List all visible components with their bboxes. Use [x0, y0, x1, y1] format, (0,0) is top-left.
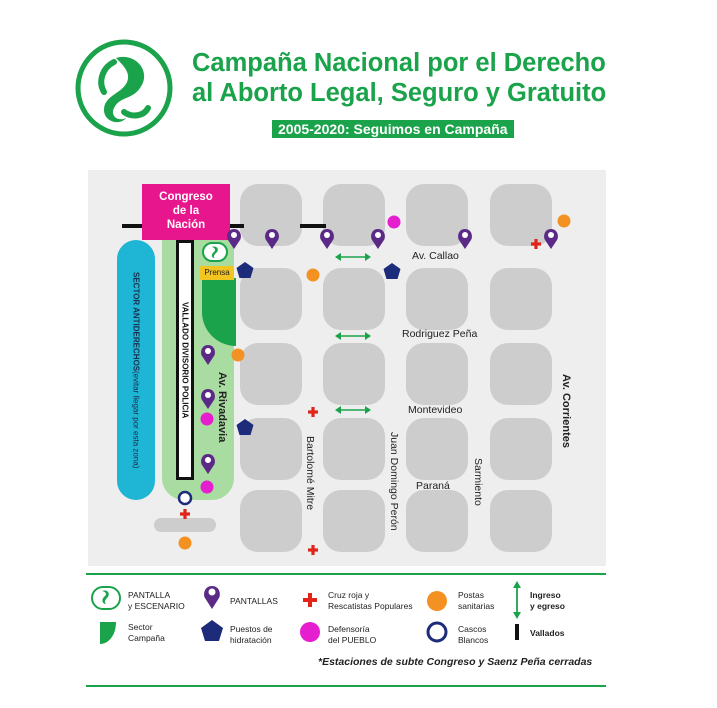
defensoria-dot-icon	[300, 622, 320, 642]
stage-icon	[202, 242, 228, 262]
city-block	[240, 268, 302, 330]
cascos-ring-icon	[177, 490, 193, 506]
valla-line	[122, 224, 144, 228]
city-block	[323, 490, 385, 552]
legend-top-rule	[86, 573, 606, 575]
city-block	[406, 418, 468, 480]
campaign-logo-icon	[75, 39, 173, 137]
city-block	[490, 418, 552, 480]
orange-dot-icon	[427, 591, 447, 611]
antiderechos-zone	[117, 240, 155, 500]
city-block	[406, 268, 468, 330]
defensoria-dot-icon	[200, 480, 214, 494]
city-block	[406, 343, 468, 405]
two-way-arrow-icon	[513, 581, 521, 619]
orange-dot-icon	[178, 536, 192, 550]
street-peron: Juan Domingo Perón	[388, 432, 400, 531]
cascos-ring-icon	[426, 621, 448, 643]
city-block	[490, 184, 552, 246]
screen-pin-icon	[204, 586, 220, 609]
valla-line	[300, 224, 326, 228]
street-sarmiento: Sarmiento	[472, 458, 484, 506]
title-line-1: Campaña Nacional por el Derecho	[192, 49, 606, 77]
legend-pantallas: PANTALLAS	[230, 596, 278, 606]
orange-dot-icon	[557, 214, 571, 228]
city-block	[490, 490, 552, 552]
defensoria-dot-icon	[200, 412, 214, 426]
title-line-2: al Aborto Legal, Seguro y Gratuito	[192, 79, 607, 107]
street-parana: Paraná	[416, 480, 450, 492]
city-block	[240, 343, 302, 405]
city-block	[323, 418, 385, 480]
page-title: Campaña Nacional por el Derecho al Abort…	[192, 48, 632, 108]
street-corrientes: Av. Corrientes	[560, 374, 572, 448]
press-area: Prensa	[200, 266, 234, 280]
sector-campana-icon	[100, 622, 116, 644]
valla-bar-icon	[515, 624, 519, 640]
police-fence	[176, 240, 194, 480]
hydration-pentagon-icon	[201, 620, 223, 641]
gray-zone	[154, 518, 216, 532]
valla-line	[228, 224, 244, 228]
street-montevideo: Montevideo	[408, 404, 463, 416]
city-block	[240, 490, 302, 552]
city-block	[406, 490, 468, 552]
legend-vallados: Vallados	[530, 628, 565, 638]
antiderechos-label: SECTOR ANTIDERECHOS(evitar llegar por es…	[131, 271, 141, 469]
city-block	[490, 268, 552, 330]
defensoria-dot-icon	[387, 215, 401, 229]
street-rivadavia: Av. Rivadavia	[216, 372, 228, 443]
subtitle-badge: 2005-2020: Seguimos en Campaña	[272, 120, 514, 138]
city-block	[490, 343, 552, 405]
red-cross-icon	[303, 593, 317, 607]
street-rodriguez-pena: Rodriguez Peña	[402, 328, 478, 340]
stage-legend-icon	[91, 586, 121, 610]
subway-note: *Estaciones de subte Congreso y Saenz Pe…	[318, 656, 593, 668]
city-block	[406, 184, 468, 246]
city-block	[323, 268, 385, 330]
street-callao: Av. Callao	[412, 250, 459, 262]
legend-bottom-rule	[86, 685, 606, 687]
orange-dot-icon	[231, 348, 245, 362]
police-fence-label: VALLADO DIVISORIO POLICIA	[180, 301, 190, 419]
street-bartolome-mitre: Bartolomé Mitre	[304, 436, 316, 511]
orange-dot-icon	[306, 268, 320, 282]
city-block	[323, 343, 385, 405]
